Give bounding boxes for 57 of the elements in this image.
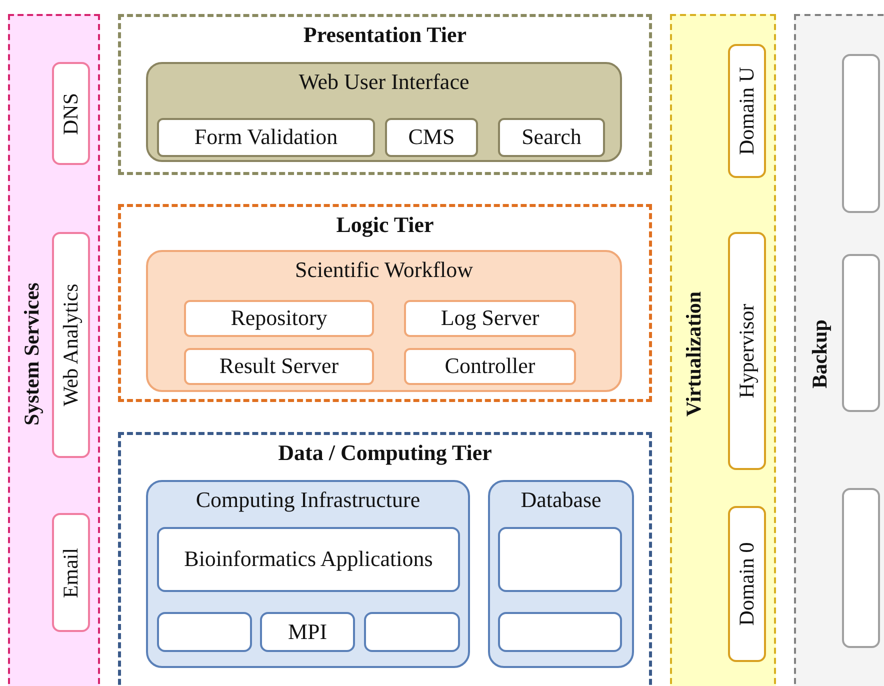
box-label: Hypervisor	[736, 304, 758, 398]
virtualization-box	[728, 44, 766, 178]
dashed-panel	[670, 14, 776, 686]
group-title: Database	[520, 486, 602, 514]
tier-panel	[118, 432, 652, 686]
group-box	[488, 480, 634, 668]
tier-panel	[118, 204, 652, 402]
box-label: Domain U	[736, 66, 758, 156]
panel-title: Backup	[810, 320, 830, 388]
service-box	[52, 513, 90, 632]
group-title: Computing Infrastructure	[196, 486, 420, 514]
box-label: Form Validation	[193, 123, 339, 152]
tier-title: Logic Tier	[336, 211, 434, 238]
box-label: Domain 0	[736, 542, 758, 626]
tier-panel	[118, 14, 652, 175]
component-box	[260, 612, 355, 652]
panel-title: System Services	[22, 282, 42, 426]
box-label: CMS	[407, 123, 456, 152]
backup-box	[842, 254, 880, 412]
component-box	[157, 118, 375, 157]
box-label: Web Analytics	[60, 284, 82, 406]
box-label: Search	[520, 123, 582, 152]
group-box	[146, 62, 622, 162]
component-box	[184, 300, 374, 337]
virtualization-box	[728, 232, 766, 470]
virtualization-box	[728, 506, 766, 662]
component-box	[404, 300, 576, 337]
component-box	[498, 527, 622, 592]
group-title: Scientific Workflow	[294, 256, 474, 284]
group-title: Web User Interface	[298, 68, 470, 96]
box-label: Email	[60, 547, 82, 598]
panel-title: Virtualization	[684, 291, 704, 417]
dashed-panel	[8, 14, 100, 686]
component-box	[498, 612, 622, 652]
tier-title: Data / Computing Tier	[278, 439, 492, 466]
group-box	[146, 250, 622, 392]
service-box	[52, 62, 90, 165]
backup-box	[842, 488, 880, 648]
component-box	[364, 612, 460, 652]
component-box	[184, 348, 374, 385]
box-label: Repository	[230, 304, 328, 332]
component-box	[385, 118, 478, 157]
backup-box	[842, 54, 880, 213]
box-label: Controller	[444, 352, 536, 380]
box-label: Result Server	[218, 352, 340, 380]
tier-title: Presentation Tier	[303, 21, 467, 48]
service-box	[52, 232, 90, 458]
box-label: DNS	[60, 92, 82, 134]
box-label: Log Server	[440, 304, 540, 332]
component-box	[498, 118, 605, 157]
component-box	[157, 527, 460, 592]
component-box	[404, 348, 576, 385]
component-box	[157, 612, 252, 652]
box-label: MPI	[286, 618, 328, 646]
box-label: Bioinformatics Applications	[183, 545, 434, 574]
dashed-panel	[794, 14, 884, 686]
group-box	[146, 480, 470, 668]
